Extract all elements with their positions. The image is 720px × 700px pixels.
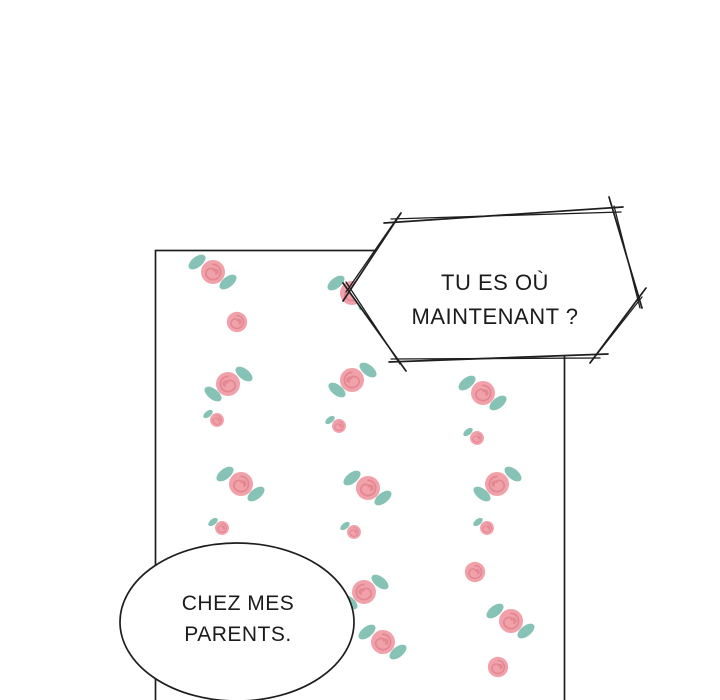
shout-text-line2: MAINTENANT ? (412, 304, 579, 329)
rose-icon (226, 311, 248, 333)
reply-text-line2: PARENTS. (184, 623, 291, 646)
bubble-fill (349, 208, 639, 362)
rose-icon (464, 561, 486, 583)
rose-icon (487, 656, 509, 678)
shout-text-line1: TU ES OÙ (441, 270, 549, 295)
reply-text-line1: CHEZ MES (182, 592, 295, 615)
bubble-ellipse (119, 542, 355, 700)
bubble-sketch-border (342, 196, 647, 372)
speech-bubble-reply: CHEZ MES PARENTS. (119, 542, 355, 700)
speech-bubble-shout: TU ES OÙ MAINTENANT ? (342, 196, 647, 372)
